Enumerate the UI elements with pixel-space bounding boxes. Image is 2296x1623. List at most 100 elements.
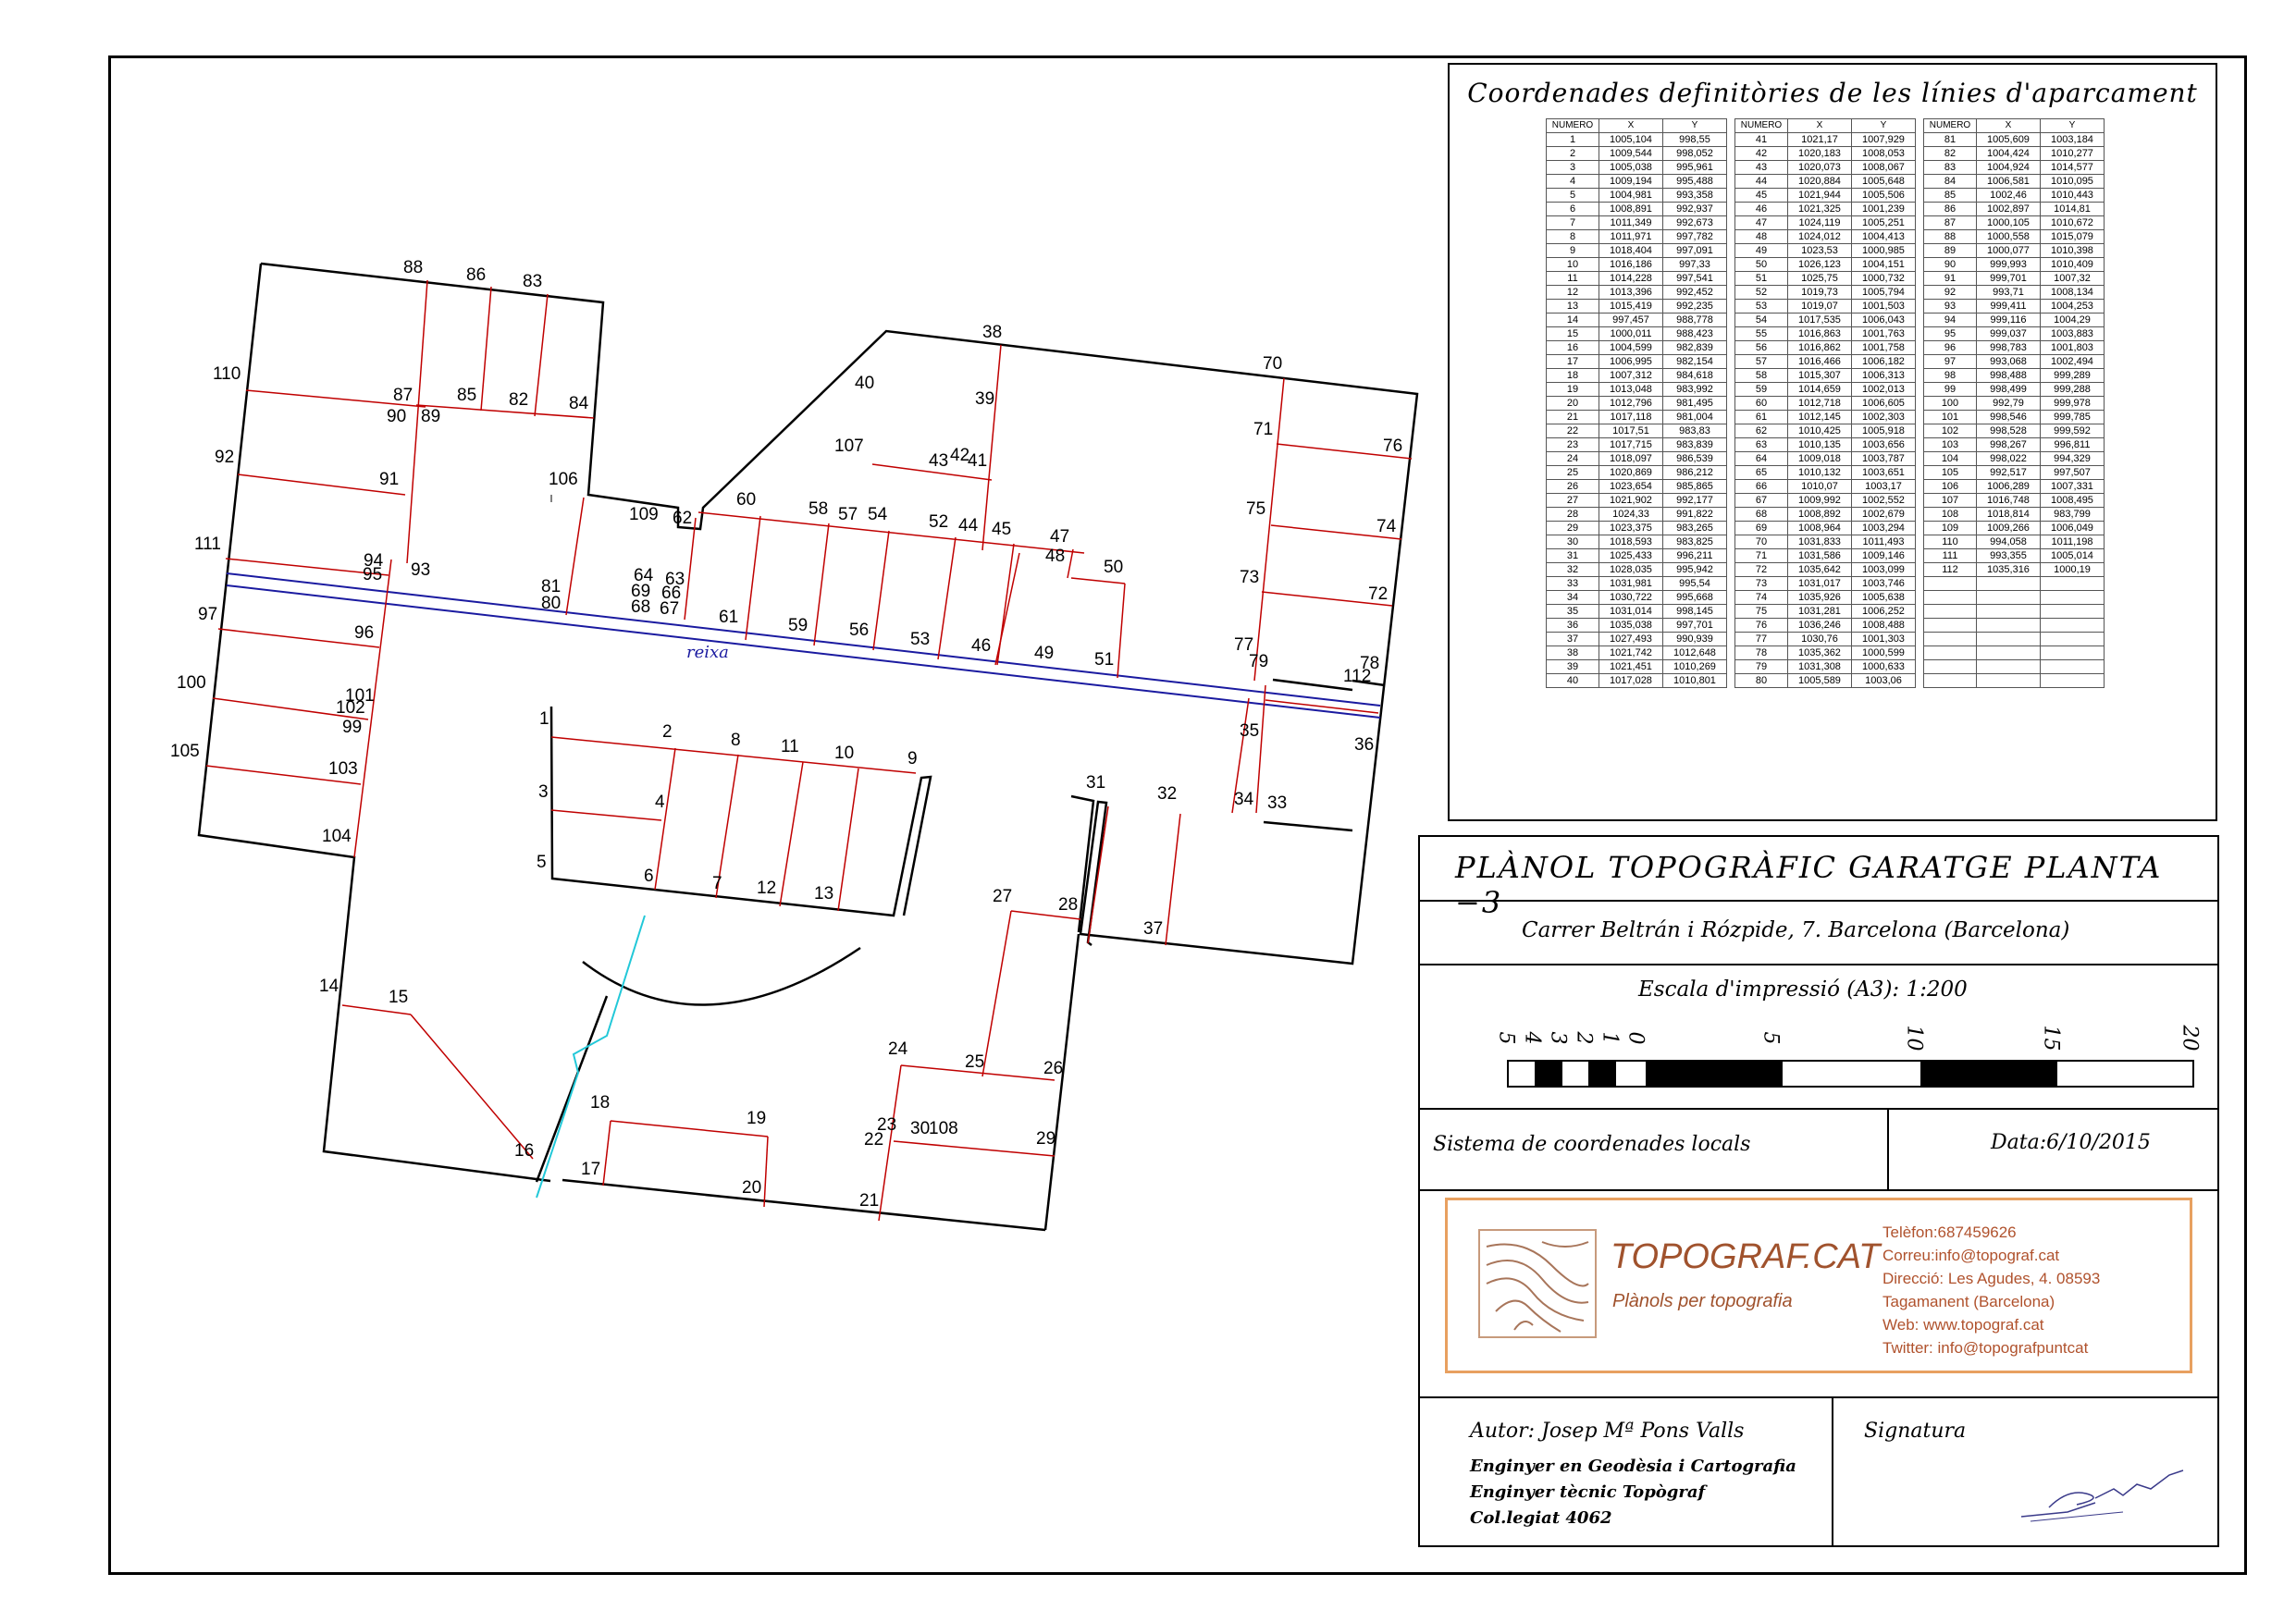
table-cell: 1020,869 <box>1599 465 1663 480</box>
point-label: 96 <box>354 623 374 643</box>
point-label: 38 <box>982 323 1002 342</box>
table-cell: 1002,303 <box>1851 410 1916 424</box>
author: Autor: Josep Mª Pons Valls <box>1470 1420 1745 1443</box>
table-cell: 1005,251 <box>1851 215 1916 230</box>
point-label: 107 <box>834 436 864 456</box>
point-label: 30 <box>910 1119 930 1138</box>
point-label: 1 <box>539 709 549 729</box>
table-cell: 4 <box>1546 174 1599 189</box>
table-cell: 1003,787 <box>1851 451 1916 466</box>
table-cell: 998,546 <box>1976 410 2041 424</box>
table-cell: 46 <box>1734 202 1788 216</box>
table-cell: 92 <box>1923 285 1977 300</box>
table-cell: 1007,929 <box>1851 132 1916 147</box>
scale-tick-label: 15 <box>2039 1025 2063 1051</box>
table-cell: 69 <box>1734 521 1788 535</box>
point-label: 40 <box>855 374 874 393</box>
table-cell: 60 <box>1734 396 1788 411</box>
point-label: 24 <box>888 1039 908 1059</box>
table-cell: 13 <box>1546 299 1599 314</box>
table-cell: 1004,981 <box>1599 188 1663 203</box>
point-label: 66 <box>661 584 681 603</box>
signature-label: Signatura <box>1864 1420 1967 1443</box>
point-label: 105 <box>170 742 200 761</box>
table-cell: 58 <box>1734 368 1788 383</box>
point-label: 11 <box>781 737 799 756</box>
table-cell: 32 <box>1546 562 1599 577</box>
contact-line: Correu:info@topograf.cat <box>1882 1247 2060 1264</box>
plan-title: PLÀNOL TOPOGRÀFIC GARATGE PLANTA −3 <box>1455 850 2163 920</box>
point-label: 79 <box>1249 652 1268 671</box>
table-cell: 1014,659 <box>1787 382 1852 397</box>
point-label: 36 <box>1354 735 1374 755</box>
table-cell: 1020,183 <box>1787 146 1852 161</box>
table-cell: 106 <box>1923 479 1977 494</box>
table-cell: 1021,944 <box>1787 188 1852 203</box>
column-header: NUMERO <box>1546 118 1599 133</box>
table-cell: 53 <box>1734 299 1788 314</box>
column-header: X <box>1976 118 2041 133</box>
point-label: 45 <box>992 520 1011 539</box>
scale-tick-label: 10 <box>1902 1025 1926 1051</box>
table-cell: 50 <box>1734 257 1788 272</box>
table-cell <box>1976 618 2041 633</box>
table-cell: 998,528 <box>1976 424 2041 438</box>
table-cell: 1002,013 <box>1851 382 1916 397</box>
point-label: 87 <box>393 386 413 405</box>
point-label: 88 <box>403 258 423 277</box>
table-cell: 45 <box>1734 188 1788 203</box>
table-cell: 1001,763 <box>1851 326 1916 341</box>
table-cell: 1017,028 <box>1599 673 1663 688</box>
table-cell: 1001,239 <box>1851 202 1916 216</box>
point-label: 71 <box>1253 420 1273 439</box>
point-label: 111 <box>194 535 221 554</box>
table-cell <box>1923 646 1977 660</box>
table-cell: 992,452 <box>1662 285 1727 300</box>
table-cell: 999,785 <box>2040 410 2105 424</box>
author-line: Col.legiat 4062 <box>1470 1508 1612 1528</box>
point-label: 25 <box>965 1052 984 1072</box>
table-cell: 33 <box>1546 576 1599 591</box>
point-label: 21 <box>859 1191 879 1211</box>
table-cell: 1015,419 <box>1599 299 1663 314</box>
table-cell <box>2040 673 2105 688</box>
table-cell: 8 <box>1546 229 1599 244</box>
table-cell: 983,825 <box>1662 535 1727 549</box>
table-cell: 1035,362 <box>1787 646 1852 660</box>
table-row <box>1923 604 2105 619</box>
point-label: 104 <box>322 827 352 846</box>
point-label: 73 <box>1240 568 1259 587</box>
table-cell: 1005,638 <box>1851 590 1916 605</box>
table-cell: 14 <box>1546 313 1599 327</box>
point-label: 90 <box>387 407 406 426</box>
point-label: 20 <box>742 1178 761 1198</box>
point-label: 112 <box>1343 667 1371 686</box>
table-cell <box>1923 659 1977 674</box>
table-cell: 999,037 <box>1976 326 2041 341</box>
table-cell: 1009,018 <box>1787 451 1852 466</box>
table-cell: 998,783 <box>1976 340 2041 355</box>
table-cell: 48 <box>1734 229 1788 244</box>
point-label: 54 <box>868 505 888 524</box>
coordinate-system: Sistema de coordenades locals <box>1433 1133 1751 1156</box>
table-cell: 983,992 <box>1662 382 1727 397</box>
table-cell: 996,211 <box>1662 548 1727 563</box>
